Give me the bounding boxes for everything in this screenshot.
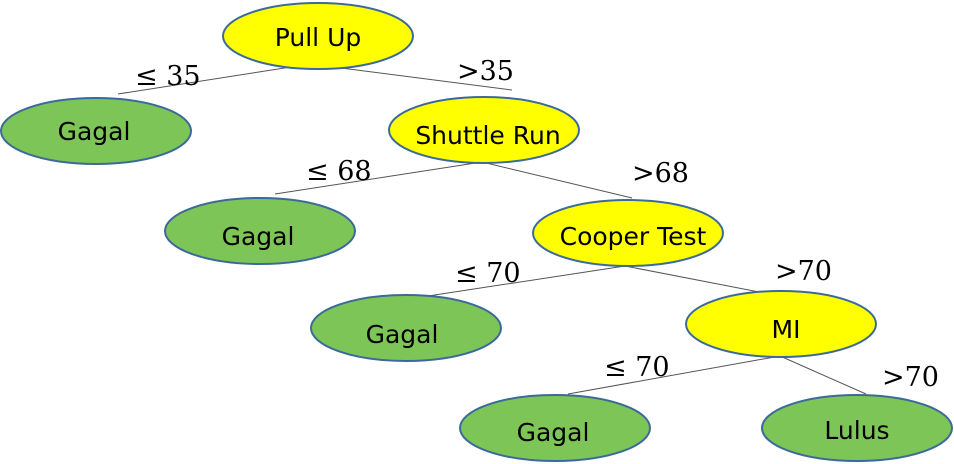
node-gagal-3-label: Gagal: [366, 320, 439, 349]
node-gagal-3-shape: [310, 294, 502, 362]
node-gagal-1-label: Gagal: [58, 117, 131, 146]
node-pull-up-label: Pull Up: [275, 23, 362, 52]
node-gagal-4: Gagal: [459, 394, 651, 462]
node-cooper-test-shape: [532, 199, 724, 267]
node-gagal-4-label: Gagal: [517, 418, 590, 447]
node-mi-shape: [685, 290, 877, 358]
node-lulus-label: Lulus: [824, 416, 889, 445]
edge-shuttle-right: [481, 161, 633, 199]
edge-label-cooper-right: >70: [775, 256, 832, 287]
edge-pull-up-left: [117, 63, 311, 95]
node-shuttle-run: Shuttle Run: [388, 96, 580, 164]
node-lulus: Lulus: [761, 394, 953, 462]
edge-label-shuttle-right: >68: [632, 158, 689, 189]
edge-label-shuttle-left: ≤ 68: [306, 156, 372, 187]
node-shuttle-run-label: Shuttle Run: [415, 121, 560, 150]
edge-cooper-left: [414, 265, 626, 299]
edge-label-mi-right: >70: [882, 362, 939, 393]
edge-label-pull-up-right: >35: [457, 56, 514, 87]
node-mi: MI: [685, 290, 877, 358]
node-pull-up: Pull Up: [222, 2, 414, 70]
node-gagal-2-shape: [164, 197, 356, 265]
node-shuttle-run-shape: [388, 96, 580, 164]
edge-labels: ≤ 35 >35 ≤ 68 >68 ≤ 70 >70 ≤ 70 >70: [135, 56, 939, 393]
edge-label-cooper-left: ≤ 70: [455, 258, 521, 289]
edge-shuttle-left: [274, 161, 483, 195]
edge-cooper-right: [624, 265, 781, 297]
node-pull-up-shape: [222, 2, 414, 70]
node-cooper-test: Cooper Test: [532, 199, 724, 267]
edge-mi-right: [779, 355, 867, 395]
node-gagal-3: Gagal: [310, 294, 502, 362]
node-cooper-test-label: Cooper Test: [560, 222, 707, 251]
node-gagal-1: Gagal: [0, 97, 192, 165]
node-gagal-4-shape: [459, 394, 651, 462]
edge-mi-left: [567, 355, 781, 395]
node-mi-label: MI: [772, 315, 801, 344]
node-gagal-2: Gagal: [164, 197, 356, 265]
edge-label-mi-left: ≤ 70: [604, 352, 670, 383]
edge-label-pull-up-left: ≤ 35: [135, 61, 201, 92]
node-lulus-shape: [761, 394, 953, 462]
node-gagal-2-label: Gagal: [222, 222, 295, 251]
node-gagal-1-shape: [0, 97, 192, 165]
